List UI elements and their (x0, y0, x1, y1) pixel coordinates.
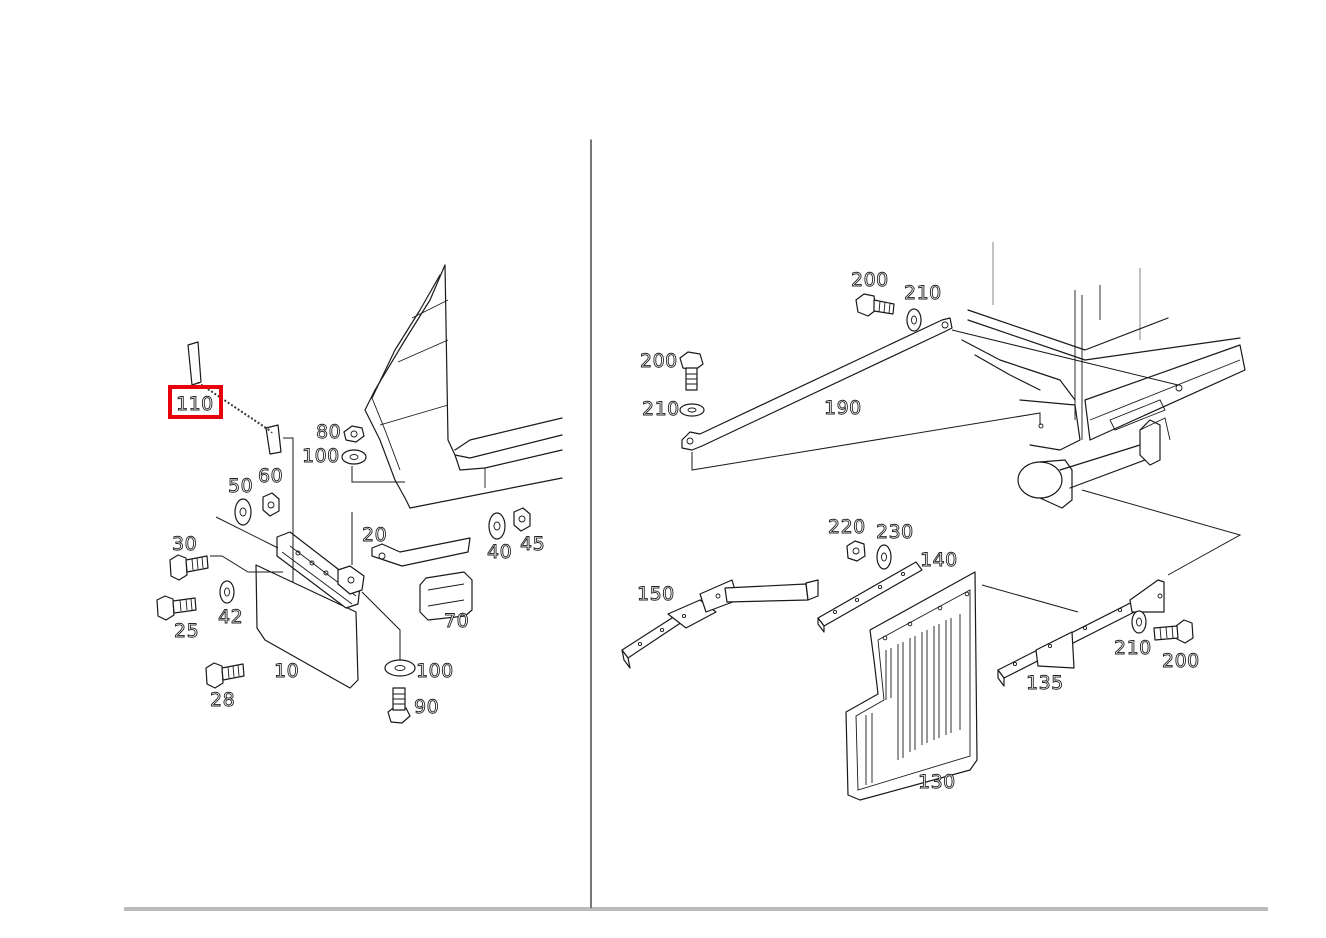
part-labels: 110 80 100 50 60 30 20 40 45 42 25 70 10… (168, 269, 1200, 794)
part-135-bracket[interactable] (997, 579, 1165, 687)
label-200-right[interactable]: 200 (1162, 650, 1200, 673)
leader-lines-left (210, 437, 405, 660)
label-70[interactable]: 70 (444, 610, 470, 633)
label-60[interactable]: 60 (258, 465, 284, 488)
label-130[interactable]: 130 (918, 771, 956, 794)
part-50-washer[interactable] (234, 498, 252, 526)
label-230[interactable]: 230 (876, 521, 914, 544)
part-100-washer-lower[interactable] (384, 659, 416, 677)
label-25[interactable]: 25 (174, 620, 200, 643)
part-100-washer-upper[interactable] (341, 449, 367, 465)
part-70-clip[interactable] (419, 571, 473, 621)
label-135[interactable]: 135 (1026, 672, 1064, 695)
label-20[interactable]: 20 (362, 524, 388, 547)
part-45-nut[interactable] (513, 507, 531, 532)
part-210-washer-right[interactable] (1131, 610, 1147, 634)
label-210-left[interactable]: 210 (642, 398, 680, 421)
part-130-mudflap[interactable] (845, 571, 978, 801)
part-140-strip[interactable] (817, 561, 923, 633)
label-100-upper[interactable]: 100 (302, 445, 340, 468)
leader-lines-right (691, 329, 1242, 613)
part-200-bolt-right[interactable] (1153, 619, 1194, 644)
part-10-mudflap[interactable] (255, 531, 365, 689)
part-110-bracket[interactable] (187, 341, 282, 455)
label-42[interactable]: 42 (218, 606, 244, 629)
part-190-strut[interactable] (681, 317, 953, 451)
label-28[interactable]: 28 (210, 689, 236, 712)
label-10[interactable]: 10 (274, 660, 300, 683)
part-42-washer[interactable] (219, 580, 235, 604)
label-40[interactable]: 40 (487, 541, 513, 564)
part-28-bolt[interactable] (205, 662, 245, 689)
label-30[interactable]: 30 (172, 533, 198, 556)
part-40-washer[interactable] (488, 512, 506, 540)
part-230-washer[interactable] (876, 544, 892, 570)
label-110[interactable]: 110 (176, 393, 214, 416)
label-90[interactable]: 90 (414, 696, 440, 719)
label-150[interactable]: 150 (637, 583, 675, 606)
label-210-right[interactable]: 210 (1114, 637, 1152, 660)
part-220-nut[interactable] (846, 540, 866, 562)
label-140[interactable]: 140 (920, 549, 958, 572)
vehicle-frame-right (961, 242, 1246, 509)
part-30-bolt[interactable] (169, 554, 209, 581)
part-210-washer-left[interactable] (679, 403, 705, 417)
label-50[interactable]: 50 (228, 475, 254, 498)
label-45[interactable]: 45 (520, 533, 546, 556)
label-200-left[interactable]: 200 (640, 350, 678, 373)
part-80-nut[interactable] (343, 425, 365, 443)
part-25-bolt[interactable] (156, 595, 197, 621)
label-210-top[interactable]: 210 (904, 282, 942, 305)
part-60-nut[interactable] (262, 492, 280, 517)
part-150-bracket[interactable] (621, 579, 819, 669)
highlight-box-110 (168, 385, 223, 419)
mudflap-ribs (865, 614, 961, 785)
part-200-bolt-vertical[interactable] (679, 351, 704, 391)
label-80[interactable]: 80 (316, 421, 342, 444)
part-210-washer-top[interactable] (906, 308, 922, 332)
part-20-bracket[interactable] (371, 537, 471, 567)
label-100-lower[interactable]: 100 (416, 660, 454, 683)
part-90-bolt[interactable] (387, 687, 411, 724)
left-panel (156, 264, 563, 724)
label-220[interactable]: 220 (828, 516, 866, 539)
vehicle-frame-left (364, 264, 563, 509)
label-200-top[interactable]: 200 (851, 269, 889, 292)
part-200-bolt-top[interactable] (855, 293, 895, 317)
right-panel (621, 242, 1246, 801)
label-190[interactable]: 190 (824, 397, 862, 420)
